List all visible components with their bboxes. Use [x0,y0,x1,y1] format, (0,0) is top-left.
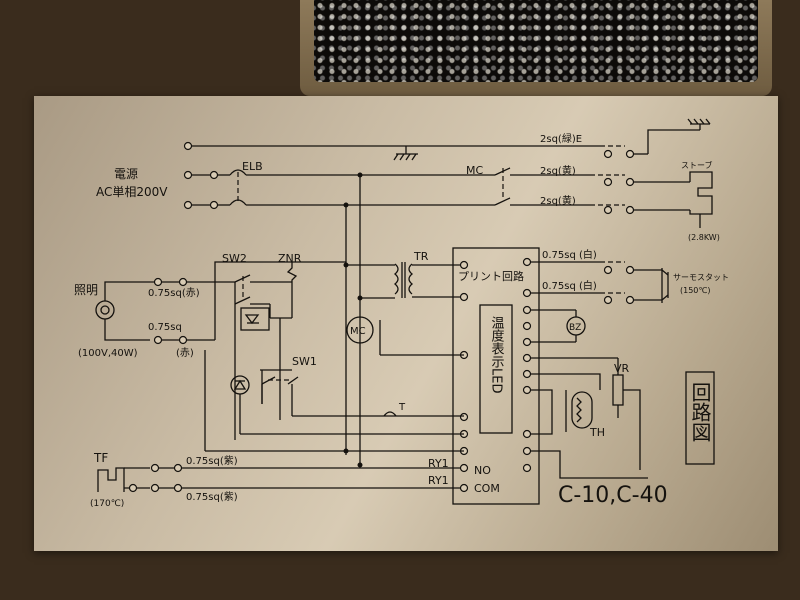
stove-label: ストーブ [681,160,713,170]
wire-red2b-label: (赤) [176,347,194,359]
com-label: COM [474,482,500,495]
wire-yellow1-label: 2sq(黄) [540,164,576,177]
tr-label: TR [413,250,429,263]
th-label: TH [589,426,605,439]
transformer-and-board: TR プリント回路 温度表示LED [343,247,540,505]
thermostat-label: サーモスタット [673,273,729,282]
wire-yellow2-label: 2sq(黄) [540,194,576,207]
tf-label: TF [93,451,108,465]
temp-led-label: 温度表示LED [489,316,505,393]
t-label: T [398,402,406,413]
elb-label: ELB [242,160,263,173]
sw2-label: SW2 [222,252,247,265]
thermostat-temp: (150℃) [680,286,711,295]
sensor-wiring: 0.75sq (白) 0.75sq (白) サーモスタット (150℃) BZ [530,248,729,508]
buzzer-label: BZ [569,323,581,333]
wire-red1-label: 0.75sq(赤) [148,287,200,299]
mc-coil-label: MC [350,326,366,337]
stove-power: (2.8KW) [688,233,720,242]
lamp-spec: (100V,40W) [78,348,138,359]
power-wiring: ストーブ (2.8KW) 2sq(緑)E MC 2sq(黄) 2sq(黄) EL… [96,118,720,465]
wire-purple1-label: 0.75sq(紫) [186,455,238,467]
diagram-title: 回路図 [688,382,712,442]
viewing-window-frame [300,0,772,96]
power-source-label: 電源 [114,167,138,181]
insulation-texture [314,0,758,82]
znr-label: ZNR [278,252,302,265]
wire-purple2-label: 0.75sq(紫) [186,491,238,503]
wire-red2a-label: 0.75sq [148,322,182,333]
light-and-switch-wiring: 照明 (100V,40W) 0.75sq(赤) 0.75sq (赤) SW2 [74,252,464,452]
ry1-com-label: RY1 [428,474,449,487]
insulation-texture-highlight [314,0,758,82]
circuit-diagram-plate [34,96,778,551]
print-circuit-label: プリント回路 [458,270,524,283]
ry1-no-label: RY1 [428,457,449,470]
no-label: NO [474,464,491,477]
vr-label: VR [614,362,630,375]
thermal-fuse-wiring: TF (170℃) 0.75sq(紫) 0.75sq(紫) [90,448,461,509]
model-number: C-10,C-40 [558,483,668,508]
wire-white2-label: 0.75sq (白) [542,279,597,292]
viewing-window [314,0,758,82]
sw1-label: SW1 [292,355,317,368]
wire-e-label: 2sq(緑)E [540,132,582,145]
wire-white1-label: 0.75sq (白) [542,248,597,261]
tf-temp: (170℃) [90,499,124,509]
power-spec-label: AC単相200V [96,185,168,199]
mc-label: MC [466,164,483,177]
lighting-label: 照明 [74,283,98,297]
